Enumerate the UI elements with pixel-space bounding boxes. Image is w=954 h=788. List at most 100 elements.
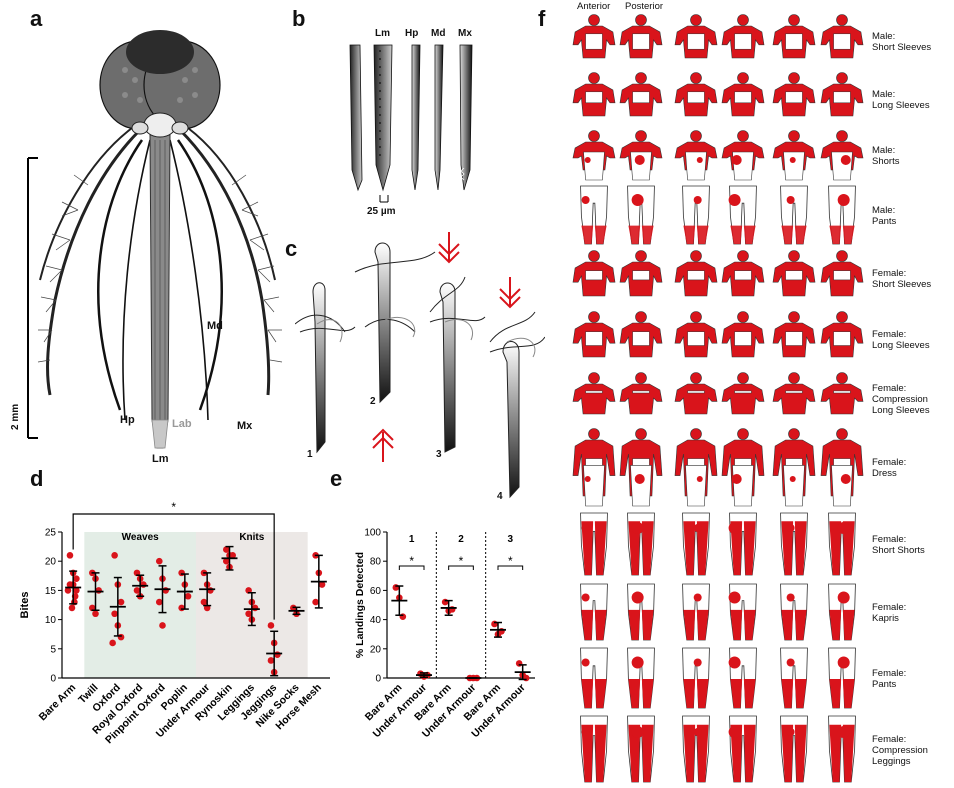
step-2-drawing (354, 242, 436, 404)
data-point (66, 552, 74, 559)
bite-region (628, 521, 654, 575)
scale-bar-a (27, 157, 38, 439)
bite-region (581, 225, 607, 244)
body-figure (780, 512, 808, 576)
step-label-2: 2 (370, 396, 376, 407)
clothing-area (833, 390, 851, 394)
body-figure (721, 428, 765, 507)
head (635, 14, 647, 26)
bite-region (683, 724, 709, 782)
bite-region (781, 521, 807, 575)
head (836, 14, 848, 26)
clothing-area (833, 33, 851, 50)
bite-spot (728, 194, 741, 206)
group-label: Knits (239, 532, 264, 543)
penetration-steps (295, 232, 545, 499)
head (836, 130, 848, 142)
data-point (73, 587, 80, 594)
bite-region (628, 609, 654, 640)
header-posterior: Posterior (625, 1, 664, 12)
bite-region (581, 521, 607, 575)
bite-region (781, 225, 807, 244)
body-figure (721, 14, 765, 59)
clothing-area (734, 390, 752, 394)
clothing-area (585, 270, 603, 281)
y-tick-label: 20 (370, 644, 382, 655)
body-figure (728, 512, 757, 576)
bite-spot (837, 591, 850, 604)
head (737, 14, 749, 26)
bite-region (829, 521, 855, 575)
significance-bracket (448, 565, 474, 570)
data-point (441, 598, 449, 606)
bite-region (581, 609, 607, 640)
data-point (178, 569, 185, 577)
body-figure (772, 130, 816, 181)
body-figure (674, 72, 718, 117)
clothing-area (632, 91, 650, 104)
bite-region (683, 521, 709, 575)
head (690, 130, 702, 142)
head (635, 428, 647, 440)
bite-region (683, 609, 709, 640)
bite-spot (693, 196, 702, 204)
head (588, 428, 600, 440)
head (737, 372, 749, 384)
clothing-area (833, 91, 851, 104)
label-hp: Hp (120, 414, 135, 426)
bite-region (730, 609, 756, 640)
bite-spot (631, 726, 644, 738)
significance-label: * (409, 554, 414, 568)
head (737, 72, 749, 84)
body-figure (619, 130, 663, 181)
bite-spot (728, 726, 741, 738)
bite-spot (634, 155, 645, 165)
body-figure (619, 14, 663, 59)
clothing-area (833, 331, 851, 346)
body-figure (572, 130, 616, 181)
bite-region (628, 679, 654, 708)
antenna-left (39, 127, 142, 396)
bite-spot (581, 593, 590, 602)
data-point (92, 610, 99, 618)
y-tick-label: 0 (50, 674, 56, 685)
body-figure (828, 512, 856, 576)
bite-spot (837, 656, 850, 669)
row-label: Female: Pants (872, 668, 907, 690)
bite-region (781, 679, 807, 708)
body-figure (728, 583, 757, 641)
group-label: 3 (508, 534, 514, 545)
significance-bracket (398, 565, 425, 570)
head (836, 372, 848, 384)
bite-spot (837, 522, 850, 534)
body-figure (619, 372, 663, 415)
bite-spot (840, 155, 851, 165)
row-label: Male: Shorts (872, 145, 900, 167)
data-point (159, 622, 166, 629)
body-figure (572, 14, 616, 59)
body-figure (828, 647, 856, 709)
body-figure (682, 647, 710, 709)
antenna-hairs (37, 174, 283, 363)
body-figure (780, 647, 808, 709)
bite-spot (581, 728, 590, 736)
head (588, 72, 600, 84)
head (788, 428, 800, 440)
body-figure (619, 428, 663, 507)
bite-spot (696, 476, 703, 482)
head (836, 311, 848, 323)
body-figure (820, 428, 864, 507)
step-label-4: 4 (497, 491, 503, 502)
head (588, 311, 600, 323)
arrow-up-1 (372, 428, 394, 462)
bite-spot (693, 524, 702, 532)
bite-region (829, 225, 855, 244)
arrow-down-2 (499, 277, 521, 309)
clothing-area (585, 331, 603, 346)
body-figure (619, 72, 663, 117)
bite-spot (693, 658, 702, 667)
clothing-area (687, 331, 705, 346)
body-figure (572, 311, 616, 358)
body-figure (674, 372, 718, 415)
data-point (267, 622, 275, 629)
